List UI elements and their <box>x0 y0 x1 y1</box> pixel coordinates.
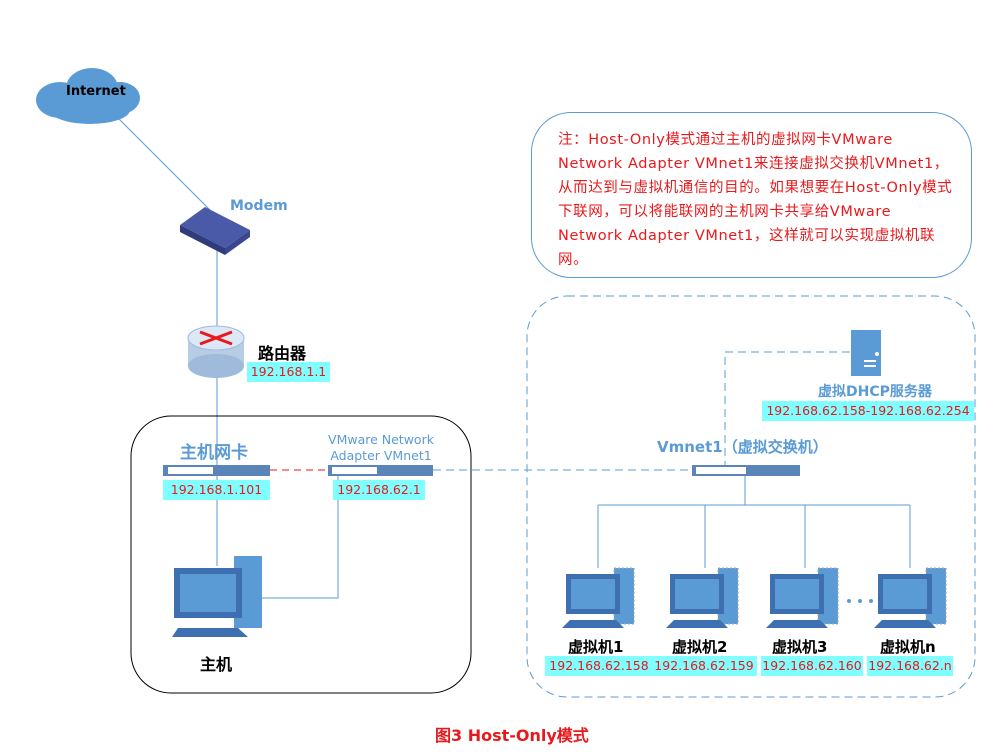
vm-icon <box>562 567 635 628</box>
virtual-network-boundary <box>526 295 976 698</box>
nic-device-icon <box>163 465 270 476</box>
modem-label: Modem <box>230 198 288 214</box>
dhcp-switch-link <box>724 351 850 466</box>
vm-ip: 192.168.62.159 <box>651 656 757 676</box>
virtual-switch-icon <box>692 465 800 476</box>
vmnet-adapter-label-line2: Adapter VMnet1 <box>330 448 432 463</box>
internet-cloud-icon <box>36 68 140 124</box>
vm-icon <box>766 567 839 628</box>
vmnet-adapter-label: VMware Network Adapter VMnet1 <box>322 432 440 464</box>
router-label: 路由器 <box>258 344 307 363</box>
vm-icon <box>666 567 739 628</box>
vm-label: 虚拟机n <box>880 638 936 656</box>
vm-ip: 192.168.62.n <box>867 656 953 676</box>
caption: 图3 Host-Only模式 <box>435 726 589 745</box>
vm-label: 虚拟机1 <box>568 638 624 656</box>
vmnet-adapter-device-icon <box>328 465 433 476</box>
vm-label: 虚拟机2 <box>672 638 728 656</box>
vmnet-adapter-ip: 192.168.62.1 <box>333 480 425 500</box>
ellipsis-dots <box>847 599 873 603</box>
vmnet-adapter-label-line1: VMware Network <box>328 432 434 447</box>
dhcp-range: 192.168.62.158-192.168.62.254 <box>762 401 974 421</box>
vm-icon <box>874 567 947 628</box>
switch-label: Vmnet1（虚拟交换机） <box>657 438 828 456</box>
nic-ip: 192.168.1.101 <box>163 480 270 500</box>
nic-label: 主机网卡 <box>180 443 248 463</box>
vm-ip: 192.168.62.158 <box>545 656 653 676</box>
host-pc-label: 主机 <box>200 655 233 674</box>
modem-icon <box>180 207 250 255</box>
dhcp-label: 虚拟DHCP服务器 <box>818 384 932 400</box>
internet-label: Internet <box>66 84 126 99</box>
host-pc-icon <box>172 556 262 637</box>
router-icon <box>187 325 245 378</box>
router-ip: 192.168.1.1 <box>247 362 330 382</box>
vm-label: 虚拟机3 <box>772 638 828 656</box>
dhcp-server-icon <box>851 330 881 376</box>
host-boundary <box>130 415 472 694</box>
internet-modem-link <box>111 111 213 213</box>
vm-ip: 192.168.62.160 <box>761 656 863 676</box>
adapter-pc-link <box>262 476 339 599</box>
note-box: 注：Host-Only模式通过主机的虚拟网卡VMware Network Ada… <box>531 112 972 278</box>
